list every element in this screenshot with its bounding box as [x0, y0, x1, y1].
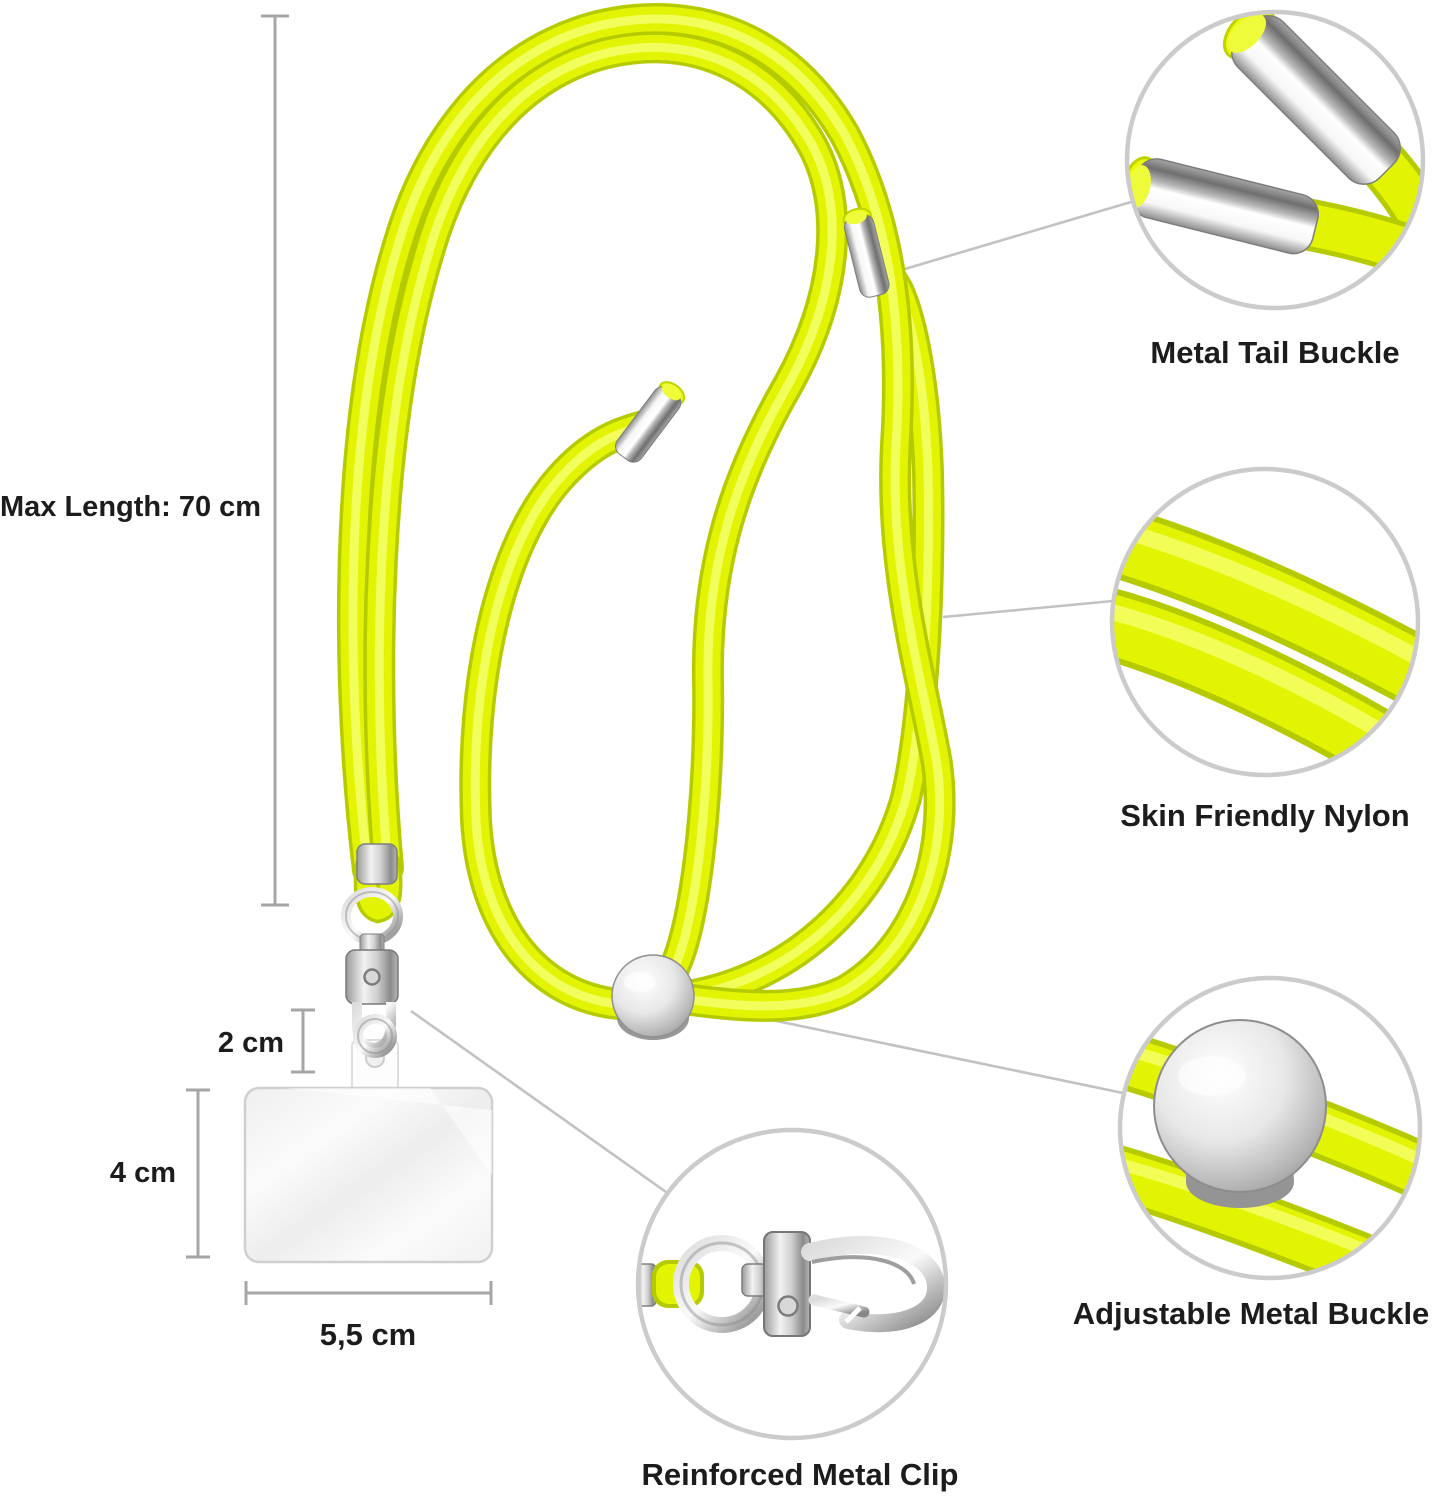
dimension-line-4cm: [186, 1088, 210, 1259]
callout-reinforced-metal-clip: [635, 1127, 949, 1441]
leader-lines: [410, 200, 1132, 1194]
leader-line-nylon: [942, 599, 1114, 619]
clasp-screw: [363, 968, 381, 986]
cord-crimp: [356, 843, 398, 885]
max-length-label: Max Length: 70 cm: [0, 491, 262, 523]
callout-label-adjustable-metal-buckle: Adjustable Metal Buckle: [1072, 1296, 1430, 1331]
dimension-line-max-length: [261, 14, 289, 907]
adjustable-buckle: [611, 954, 695, 1040]
callout-adjustable-metal-buckle: [1117, 975, 1423, 1281]
callout-label-reinforced-metal-clip: Reinforced Metal Clip: [641, 1457, 959, 1492]
card-height-label: 4 cm: [109, 1157, 176, 1189]
clip-hook-loop: [801, 1236, 945, 1333]
tab-height-label: 2 cm: [217, 1027, 284, 1059]
metal-tail-tip-middle: [615, 381, 686, 463]
lanyard-cord: [353, 19, 940, 1006]
dimension-line-55cm: [244, 1281, 493, 1305]
swivel-clip: [341, 843, 403, 1068]
callout-metal-tail-buckle: [1124, 9, 1426, 311]
leader-line-clip: [410, 1009, 667, 1194]
card-width-label: 5,5 cm: [319, 1317, 417, 1352]
callout-label-skin-friendly-nylon: Skin Friendly Nylon: [1120, 798, 1410, 833]
phone-tab-card: [243, 1039, 494, 1264]
leader-line-tail-buckle: [897, 200, 1132, 273]
metal-tail-tip-right: [842, 207, 890, 298]
clip-swivel-block: [763, 1231, 811, 1337]
callout-skin-friendly-nylon: [1109, 466, 1421, 778]
dimension-lines: [186, 14, 493, 1305]
dimension-line-2cm: [291, 1008, 315, 1074]
tail-buckle-tube-1: [1222, 12, 1401, 185]
callout-label-metal-tail-buckle: Metal Tail Buckle: [1150, 335, 1400, 370]
buckle-dome: [1153, 1019, 1327, 1193]
